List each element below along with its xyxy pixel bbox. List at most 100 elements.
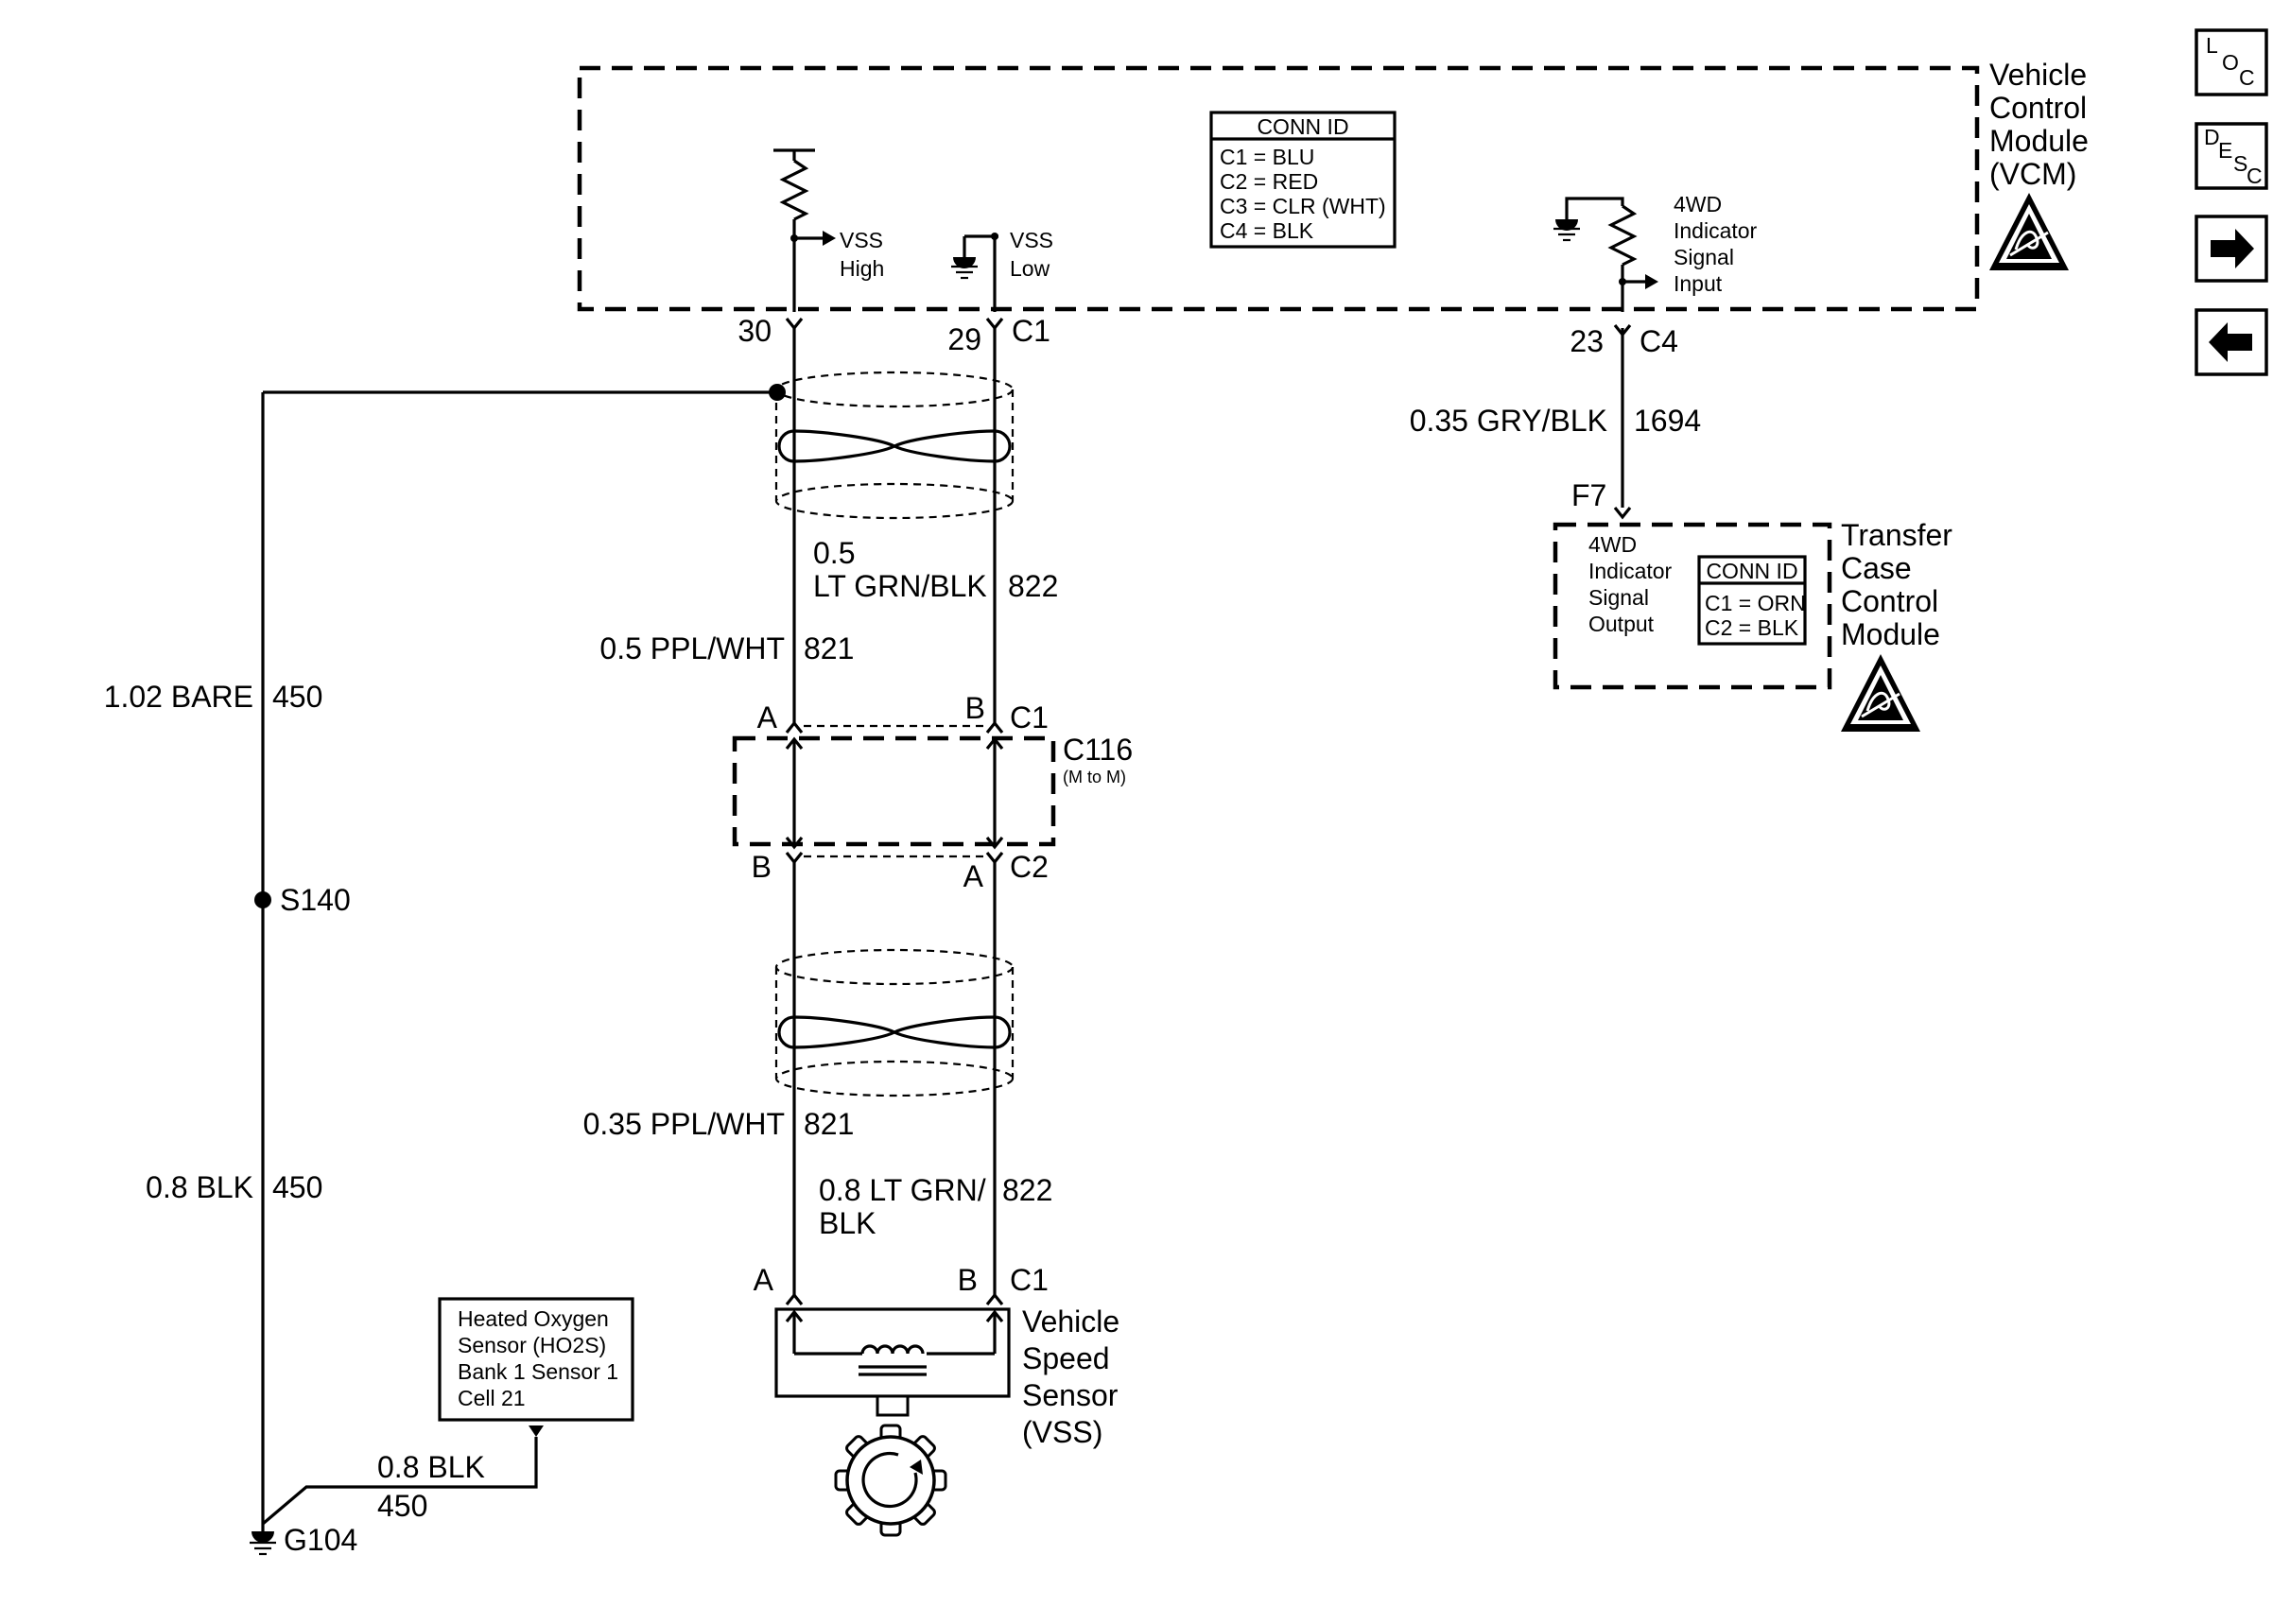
vss-name-line-4: (VSS) <box>1022 1415 1102 1449</box>
vcm-conn-id-row: C2 = RED <box>1220 169 1318 194</box>
vss-conn-c1: C1 <box>1010 1263 1049 1297</box>
ground-g104: G104 <box>250 1523 357 1557</box>
wire-822-lower-circuit: 822 <box>1002 1173 1052 1207</box>
vcm-c4-label: C4 <box>1640 324 1678 358</box>
vss-low-circuit: VSS Low <box>951 228 1053 312</box>
wire-822-upper-label: LT GRN/BLK <box>813 569 987 603</box>
splice-s140-label: S140 <box>280 883 351 917</box>
tccm-conn-id-title: CONN ID <box>1706 559 1797 583</box>
c116-name: C116 <box>1063 733 1133 767</box>
vcm-name-line-3: Module <box>1989 124 2089 158</box>
connector-c116: A B C1 C116 (M to M) B A C2 <box>732 691 1133 893</box>
esd-warning-icon <box>1839 652 1922 734</box>
pin-23-label: 23 <box>1570 324 1604 358</box>
vss-high-label-2: High <box>840 256 884 281</box>
ground-icon <box>250 1531 276 1556</box>
tccm-name-line-1: Transfer <box>1841 518 1952 552</box>
ho2s-line-2: Sensor (HO2S) <box>458 1333 606 1357</box>
ground-icon <box>951 257 978 280</box>
splice-s140-dot <box>254 891 271 908</box>
c116-boundary <box>732 735 1056 847</box>
vcm-connector-c1: 30 29 C1 <box>737 314 1050 356</box>
wire-822-upper-circuit: 822 <box>1008 569 1058 603</box>
ho2s-line-4: Cell 21 <box>458 1386 526 1410</box>
next-page-button[interactable] <box>2195 215 2268 283</box>
vcm-conn-id-row: C1 = BLU <box>1220 145 1314 169</box>
wire-450-upper-label: 1.02 BARE <box>104 680 253 714</box>
wire-1694: 0.35 GRY/BLK 1694 <box>1410 328 1701 520</box>
vcm-connector-c4: 23 C4 <box>1570 324 1678 358</box>
vcm-name-line-4: (VCM) <box>1989 157 2076 191</box>
wire-821-upper-circuit: 821 <box>804 631 854 665</box>
desc-button[interactable]: D E S C <box>2195 122 2268 190</box>
tccm-conn-id-table: CONN ID C1 = ORN C2 = BLK <box>1697 555 1807 646</box>
vss-low-label-1: VSS <box>1010 228 1053 252</box>
indicator-input-label-4: Input <box>1674 271 1723 296</box>
twisted-pair-shield-upper <box>774 371 1015 520</box>
prev-page-button[interactable] <box>2195 308 2268 376</box>
wire-450-lower-circuit: 450 <box>272 1170 322 1204</box>
vss-low-label-2: Low <box>1010 256 1050 281</box>
nav-buttons: L O C D E S C <box>2195 28 2268 376</box>
indicator-output-label-1: 4WD <box>1588 532 1637 557</box>
ho2s-line-3: Bank 1 Sensor 1 <box>458 1359 618 1384</box>
wire-450: S140 1.02 BARE 450 0.8 BLK 450 <box>104 384 786 1531</box>
vehicle-speed-sensor: A B C1 Vehicle Speed Sensor (VSS) <box>754 1263 1120 1449</box>
pin-29-label: 29 <box>947 322 981 356</box>
vcm-name-line-1: Vehicle <box>1989 58 2087 92</box>
indicator-input-label-3: Signal <box>1674 245 1734 269</box>
wire-822-lower-label-1: 0.8 LT GRN/ <box>819 1173 986 1207</box>
tccm-conn-id-row: C1 = ORN <box>1705 591 1806 615</box>
esd-warning-icon <box>1987 191 2071 272</box>
vcm-boundary <box>577 65 1980 312</box>
wire-822-lower-label-2: BLK <box>819 1206 876 1240</box>
desc-letter-c: C <box>2247 164 2263 188</box>
loc-button[interactable]: L O C <box>2195 28 2268 96</box>
tccm-pin-f7: F7 <box>1571 478 1606 512</box>
indicator-output-label-4: Output <box>1588 612 1655 636</box>
wire-450-ho2s-label: 0.8 BLK <box>377 1450 485 1484</box>
ho2s-reference-box: Heated Oxygen Sensor (HO2S) Bank 1 Senso… <box>261 1297 634 1526</box>
vss-high-label-1: VSS <box>840 228 883 252</box>
desc-letter-d: D <box>2204 125 2220 149</box>
indicator-input-circuit: 4WD Indicator Signal Input <box>1553 192 1758 312</box>
tccm-boundary <box>1553 522 1832 690</box>
wire-450-ho2s-circuit: 450 <box>377 1489 427 1523</box>
tccm-name-line-4: Module <box>1841 617 1940 651</box>
vss-name-line-3: Sensor <box>1022 1378 1119 1412</box>
tccm-conn-id-row: C2 = BLK <box>1705 615 1799 640</box>
arrow-left-icon <box>2209 322 2252 362</box>
wire-822-upper-gauge: 0.5 <box>813 536 855 570</box>
tccm-module: F7 4WD Indicator Signal Output CONN ID C… <box>1553 478 1952 734</box>
wire-450-upper-circuit: 450 <box>272 680 322 714</box>
wire-821-lower-circuit: 821 <box>804 1107 854 1141</box>
c116-bottom-pin-b: B <box>752 850 772 884</box>
pin-30-label: 30 <box>737 314 772 348</box>
loc-letter-o: O <box>2222 50 2239 75</box>
c116-top-pin-a: A <box>757 700 778 734</box>
ground-icon <box>1553 219 1580 242</box>
wire-450-lower-label: 0.8 BLK <box>146 1170 253 1204</box>
vcm-conn-id-row: C3 = CLR (WHT) <box>1220 194 1386 218</box>
vss-pin-a: A <box>754 1263 774 1297</box>
vss-name-line-1: Vehicle <box>1022 1304 1119 1339</box>
c116-bottom-c2: C2 <box>1010 850 1049 884</box>
tccm-name-line-3: Control <box>1841 584 1938 618</box>
c116-sub: (M to M) <box>1063 768 1126 786</box>
ground-g104-label: G104 <box>284 1523 357 1557</box>
vss-high-circuit: VSS High <box>773 148 884 312</box>
vcm-module: Vehicle Control Module (VCM) CONN ID C1 … <box>577 58 2089 312</box>
wire-1694-circuit: 1694 <box>1634 404 1701 438</box>
vcm-conn-id-row: C4 = BLK <box>1220 218 1314 243</box>
ho2s-line-1: Heated Oxygen <box>458 1306 609 1331</box>
wire-821-lower-label: 0.35 PPL/WHT <box>583 1107 785 1141</box>
loc-letter-l: L <box>2206 33 2218 58</box>
desc-letter-s: S <box>2233 151 2247 176</box>
vss-name-line-2: Speed <box>1022 1341 1110 1375</box>
reluctor-wheel-icon <box>834 1424 947 1537</box>
indicator-output-label-3: Signal <box>1588 585 1649 610</box>
vss-pin-b: B <box>958 1263 978 1297</box>
vcm-conn-id-table: CONN ID C1 = BLU C2 = RED C3 = CLR (WHT)… <box>1209 111 1397 249</box>
c116-bottom-pin-a: A <box>963 859 984 893</box>
